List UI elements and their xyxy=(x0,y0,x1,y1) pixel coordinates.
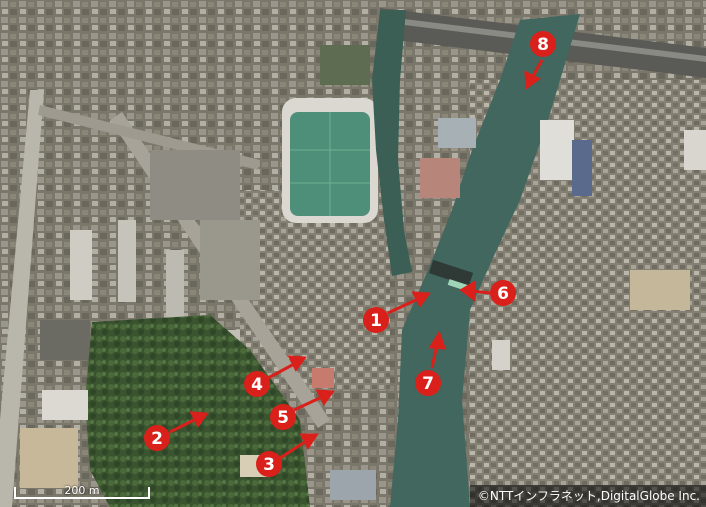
marker-5-label: 5 xyxy=(277,408,289,428)
marker-6[interactable]: 6 xyxy=(490,280,516,306)
marker-7-label: 7 xyxy=(422,374,434,394)
marker-3-label: 3 xyxy=(263,455,275,475)
attribution: ©NTTインフラネット,DigitalGlobe Inc. xyxy=(469,485,706,507)
marker-2-label: 2 xyxy=(151,429,163,449)
marker-4-label: 4 xyxy=(251,375,263,395)
marker-6-label: 6 xyxy=(497,284,509,304)
marker-4[interactable]: 4 xyxy=(244,371,270,397)
apartment-block xyxy=(118,220,136,302)
road xyxy=(0,90,44,507)
schoolyard xyxy=(20,428,78,488)
sluice-gate xyxy=(428,259,474,287)
marker-5[interactable]: 5 xyxy=(270,404,296,430)
marker-7[interactable]: 7 xyxy=(415,370,441,396)
marker-2[interactable]: 2 xyxy=(144,425,170,451)
school-building xyxy=(42,390,88,420)
marker-3[interactable]: 3 xyxy=(256,451,282,477)
scale-bar: 200 m xyxy=(14,481,150,499)
canal xyxy=(372,10,412,276)
apartment-block xyxy=(166,250,184,320)
scale-bar-line xyxy=(14,487,150,499)
apartment-block xyxy=(70,230,92,300)
marker-1[interactable]: 1 xyxy=(363,307,389,333)
marker-8[interactable]: 8 xyxy=(530,31,556,57)
marker-8-label: 8 xyxy=(537,35,549,55)
marker-1-label: 1 xyxy=(370,311,382,331)
marker-arrows xyxy=(169,59,544,460)
scale-label: 200 m xyxy=(64,484,100,497)
